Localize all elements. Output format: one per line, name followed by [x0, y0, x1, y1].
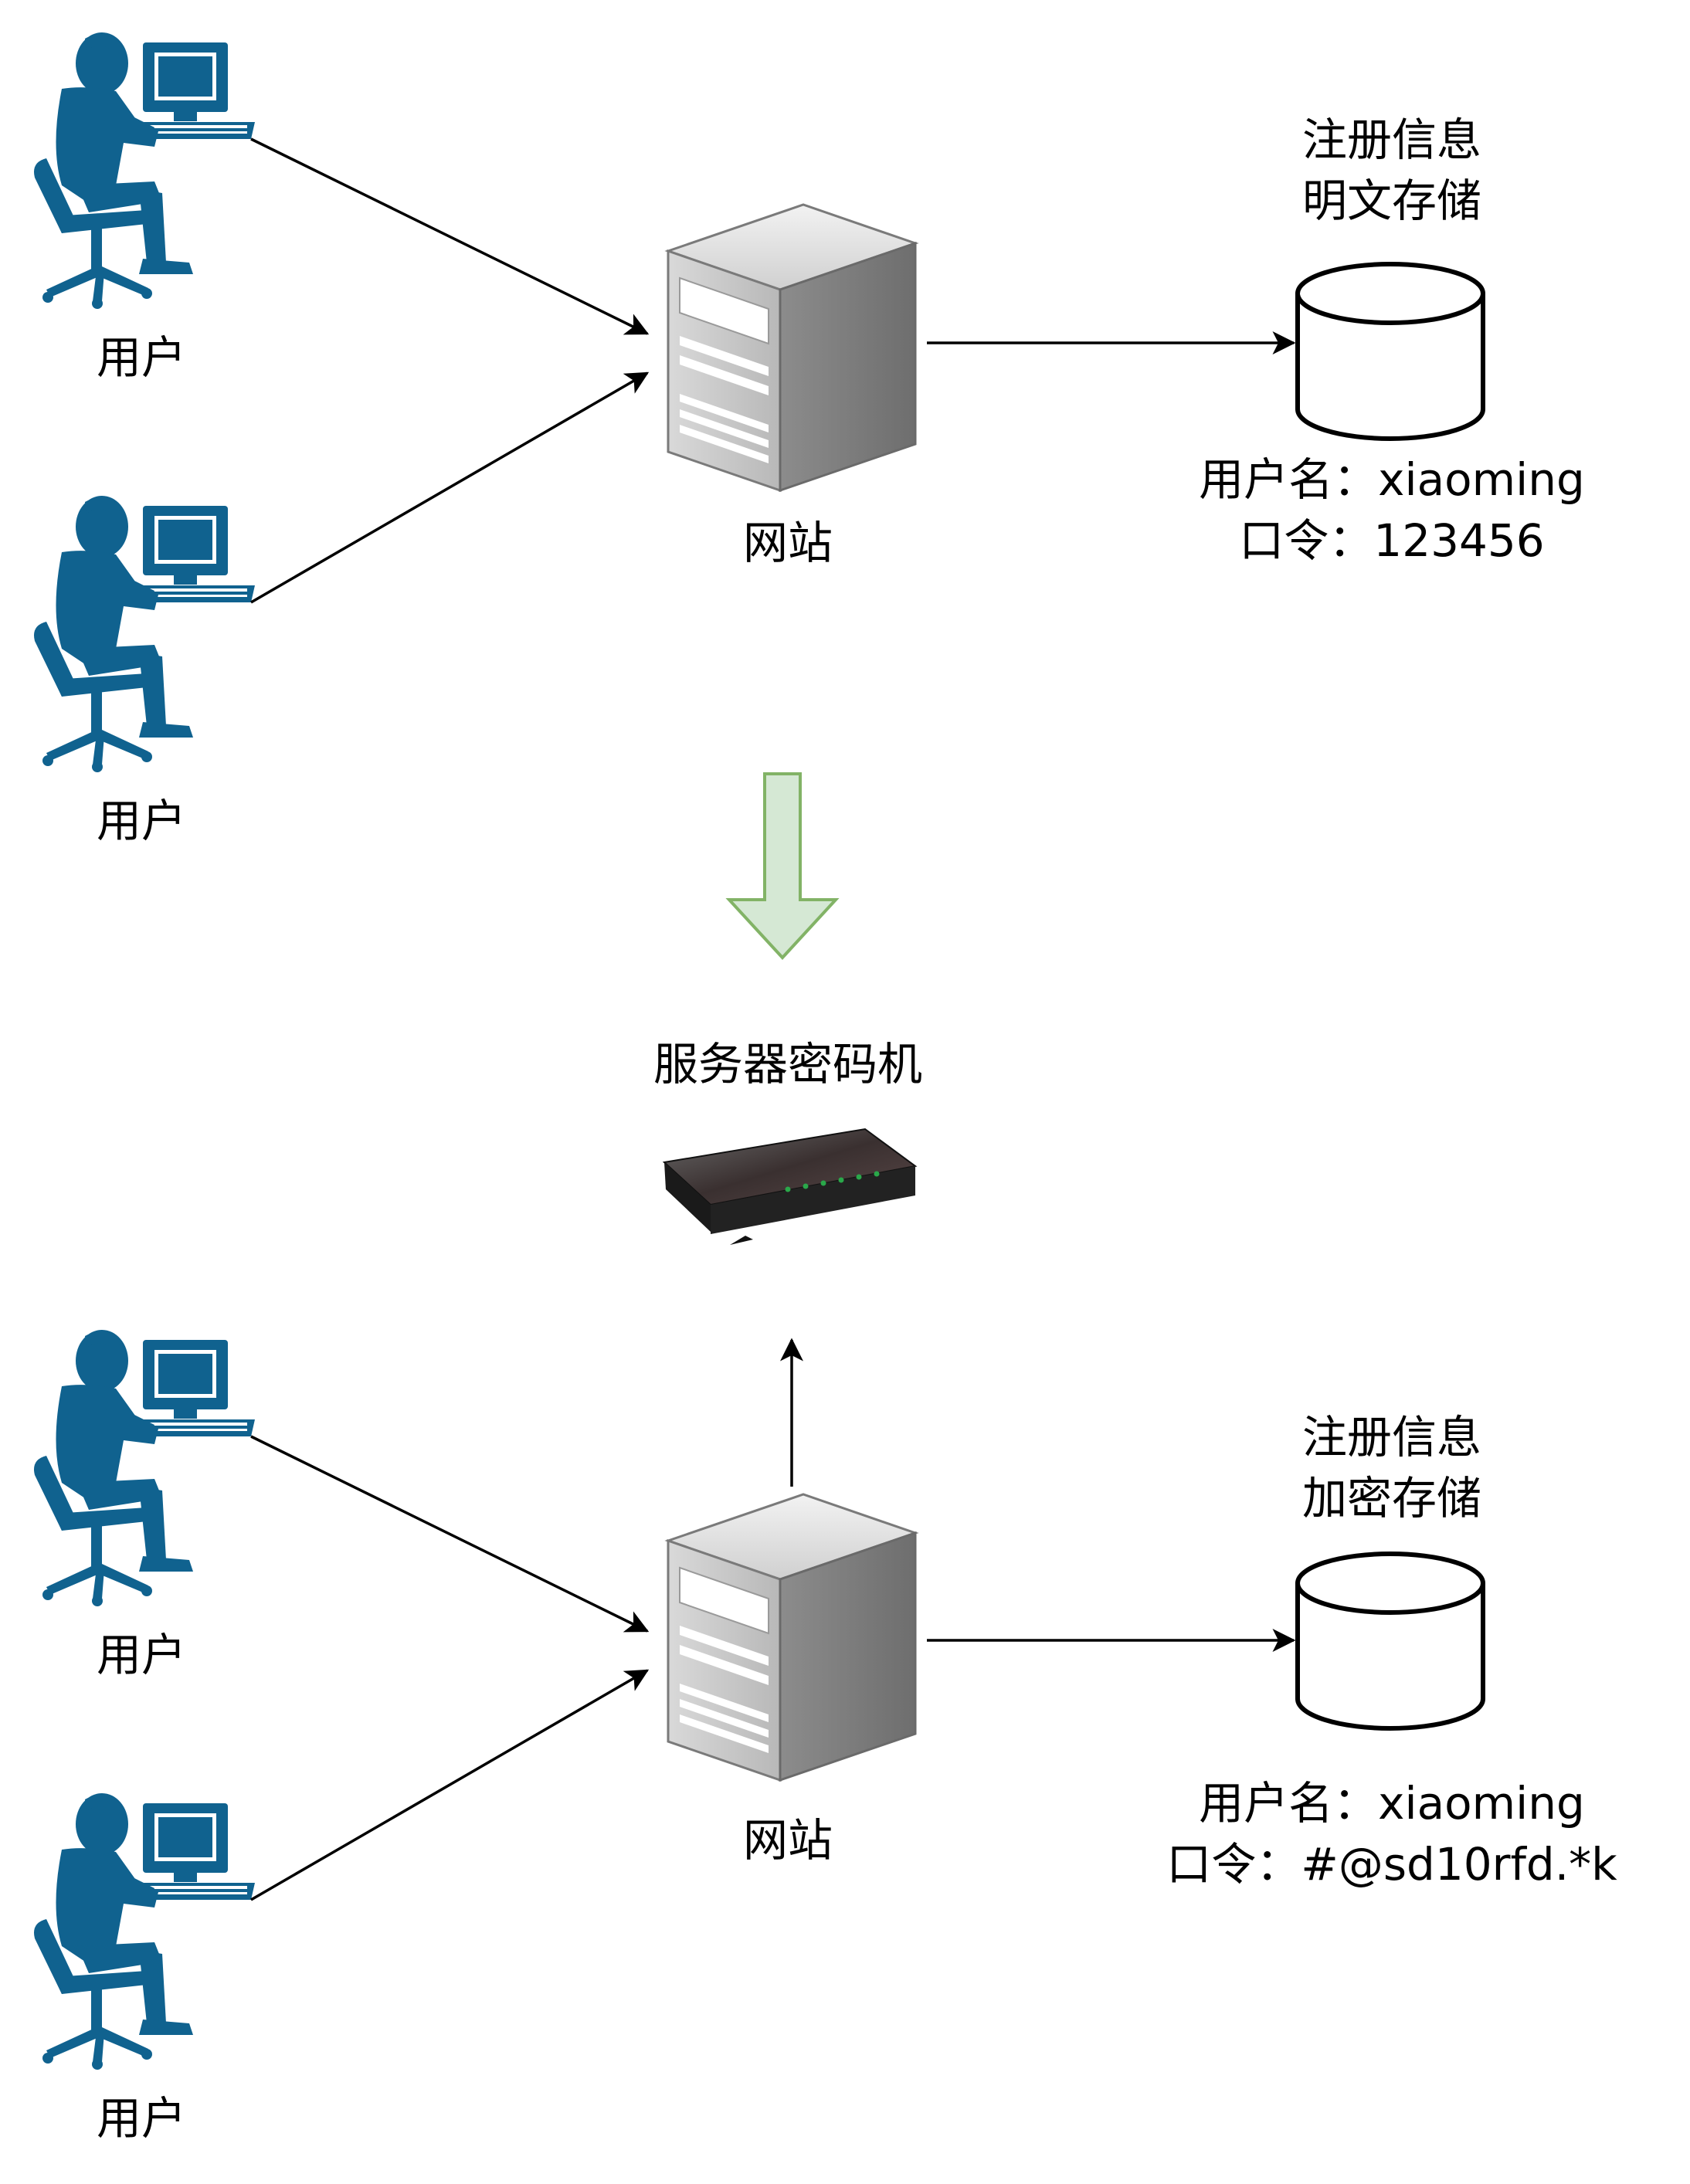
user-label: 用户 [96, 795, 187, 847]
server-tower-icon [667, 203, 917, 492]
website-label: 网站 [742, 517, 833, 569]
server-tower-icon [667, 1493, 917, 1782]
user-label: 用户 [96, 1629, 187, 1681]
storage-title-line1: 注册信息 [1301, 1411, 1482, 1463]
user-label: 用户 [96, 2092, 187, 2145]
hsm-label: 服务器密码机 [653, 1038, 923, 1090]
user-to-website-arrow [250, 1669, 650, 1901]
user-label: 用户 [96, 331, 187, 384]
storage-title-line2: 明文存储 [1301, 175, 1482, 227]
database-cylinder-icon [1298, 1554, 1483, 1728]
user-to-website-arrow [250, 137, 650, 335]
user-at-computer-icon [34, 496, 255, 772]
hardware-security-module-icon [662, 1128, 918, 1245]
user-at-computer-icon [34, 32, 255, 309]
storage-title-line2: 加密存储 [1301, 1472, 1482, 1524]
record-password: 口令：#@sd10rfd.*k [1166, 1838, 1617, 1891]
record-password: 口令：123456 [1239, 514, 1545, 567]
user-to-website-arrow [250, 371, 650, 604]
user-at-computer-icon [34, 1330, 255, 1606]
transition-down-arrow [725, 772, 840, 960]
storage-title-line1: 注册信息 [1301, 114, 1482, 166]
user-at-computer-icon [34, 1793, 255, 2070]
record-username: 用户名：xiaoming [1199, 1777, 1585, 1830]
website-label: 网站 [742, 1814, 833, 1867]
record-username: 用户名：xiaoming [1199, 453, 1585, 506]
user-to-website-arrow [250, 1435, 650, 1633]
database-cylinder-icon [1298, 264, 1483, 439]
